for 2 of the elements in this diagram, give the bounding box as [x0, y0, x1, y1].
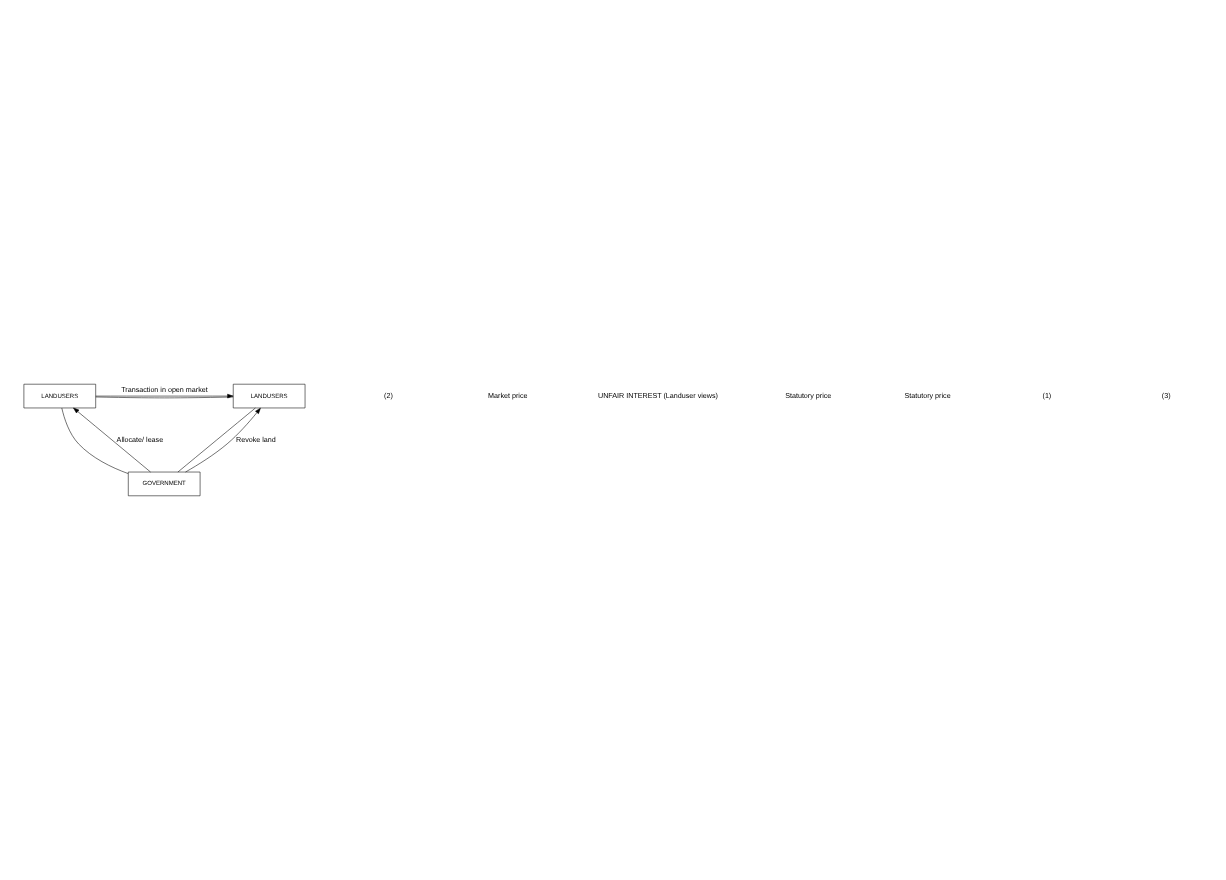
arrow — [73, 407, 151, 473]
connector — [95, 396, 234, 399]
